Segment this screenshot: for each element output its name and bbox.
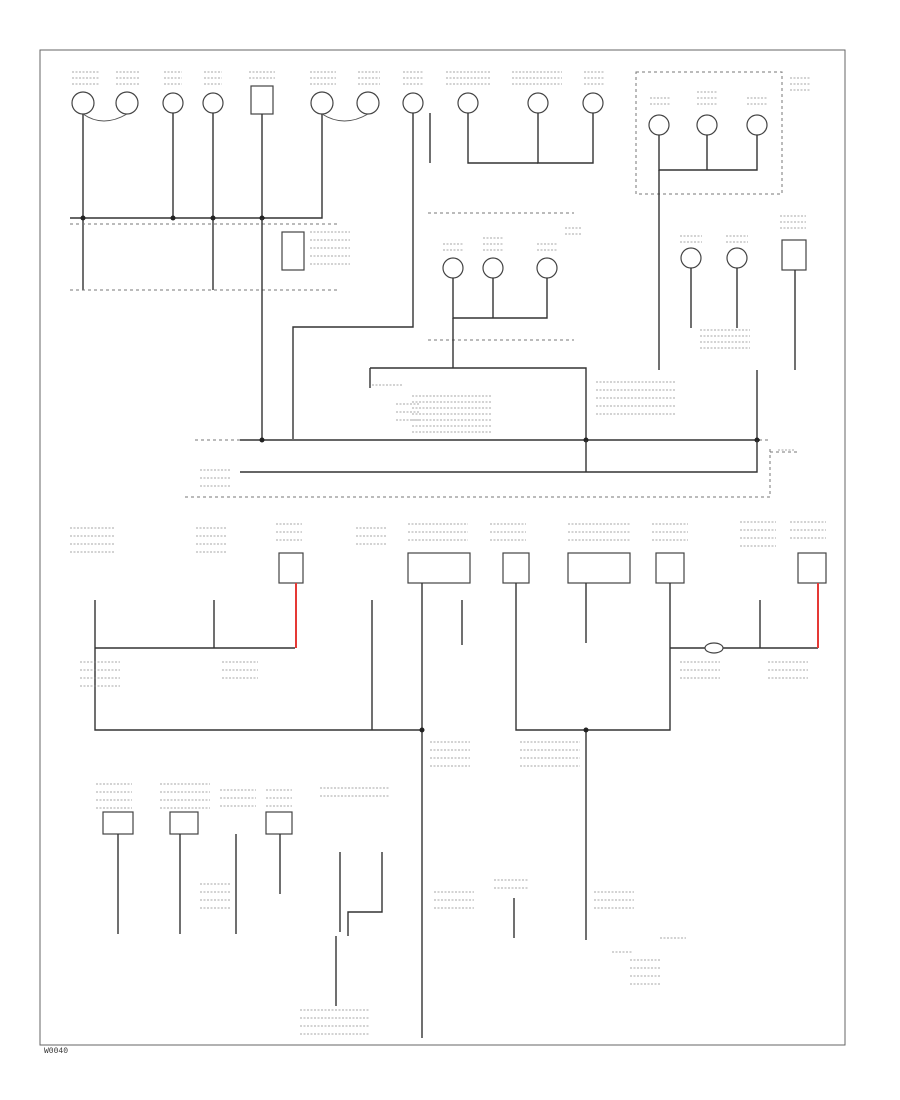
right-side-lamps [680,215,807,440]
figure-code: W0040 [44,1047,68,1056]
left-splice-block [70,215,350,438]
lamp-icon [310,91,334,115]
lower-wires [80,583,819,1038]
connector-box-icon [102,811,134,835]
lamp-icon [536,257,558,279]
diagram-frame [39,49,846,1046]
connector-box-icon [265,811,293,835]
connector-box-icon [655,552,685,584]
connector-box-icon [169,811,199,835]
right-lamp-group [635,71,810,370]
top-lamp-group [71,85,604,115]
top-label-marks [72,71,604,85]
inline-connector-icon [704,642,724,654]
lamp-icon [402,92,424,114]
lamp-icon [457,92,479,114]
bottom-section [96,783,686,1035]
lamp-icon [648,114,670,136]
lamp-icon [746,114,768,136]
connector-box-icon [278,552,304,584]
center-harness [185,367,800,498]
lamp-icon [527,92,549,114]
lamp-icon [115,91,139,115]
connector-box-icon [797,552,827,584]
lamp-icon [696,114,718,136]
module-box-icon [781,239,807,271]
lamp-icon [582,92,604,114]
lamp-icon [680,247,702,269]
connector-box-icon [502,552,530,584]
lamp-icon [482,257,504,279]
top-wires [82,113,594,439]
connector-box-icon [407,552,471,584]
splice-pack-box [281,231,305,271]
lower-connectors [70,521,827,584]
connector-box-icon [567,552,631,584]
lamp-icon [442,257,464,279]
lamp-icon [356,91,380,115]
lamp-icon [162,92,184,114]
module-box-icon [250,85,274,115]
lamp-icon [71,91,95,115]
lamp-icon [726,247,748,269]
middle-lamp-group [428,212,581,368]
lamp-icon [202,92,224,114]
